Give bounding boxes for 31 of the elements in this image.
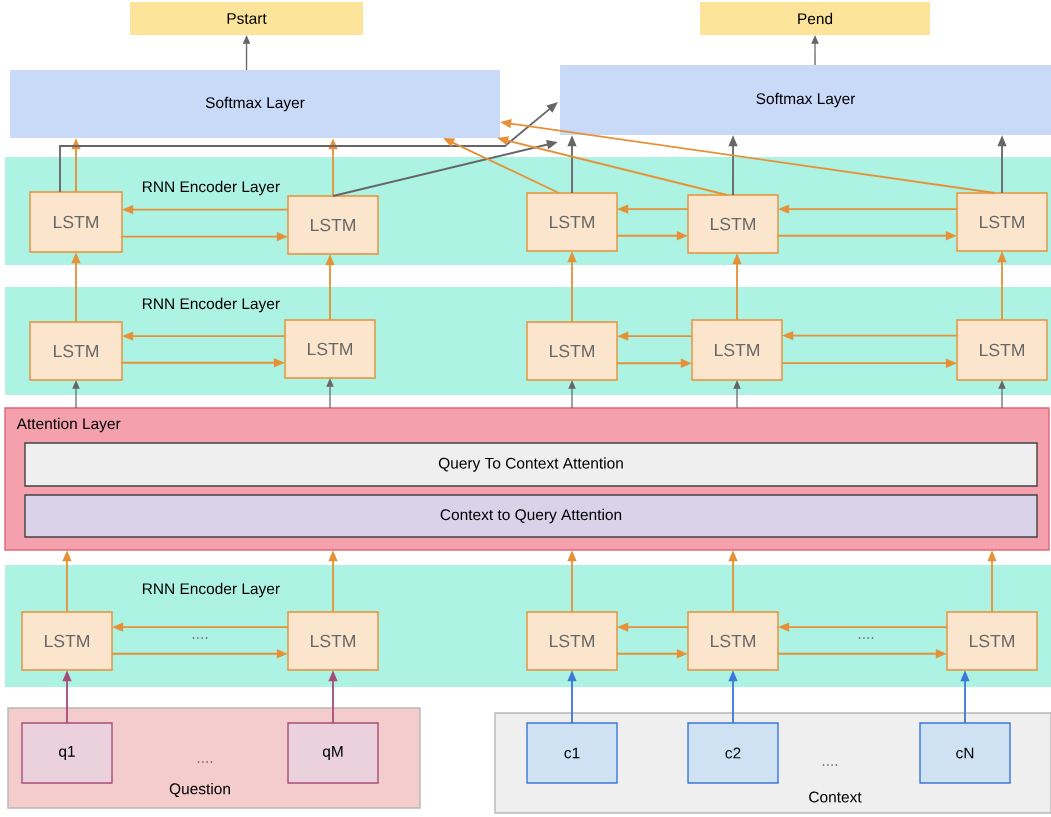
- ellipsis: ....: [822, 764, 838, 766]
- lstm-cell-box: LSTM: [21, 611, 113, 671]
- lstm-cell-box: LSTM: [687, 194, 779, 254]
- lstm-cell-box: LSTM: [956, 319, 1048, 381]
- lstm-cell-box: LSTM: [526, 192, 618, 252]
- softmax-layer-box: Softmax Layer: [560, 65, 1051, 135]
- token-box: qM: [287, 722, 379, 784]
- attention-bar: Query To Context Attention: [24, 442, 1038, 487]
- output-box: Pstart: [130, 2, 364, 35]
- lstm-cell-box: LSTM: [526, 321, 618, 381]
- lstm-cell-box: LSTM: [287, 611, 379, 671]
- token-box: cN: [919, 722, 1011, 784]
- ellipsis: ....: [192, 637, 208, 639]
- attention-bar: Context to Query Attention: [24, 494, 1038, 538]
- lstm-cell-box: LSTM: [287, 195, 379, 255]
- softmax-layer-box: Softmax Layer: [10, 70, 500, 138]
- arrow: [59, 102, 558, 193]
- lstm-cell-box: LSTM: [29, 191, 123, 253]
- token-box: q1: [21, 722, 113, 784]
- lstm-cell-box: LSTM: [687, 611, 779, 671]
- lstm-cell-box: LSTM: [946, 611, 1038, 671]
- lstm-cell-box: LSTM: [956, 192, 1048, 252]
- lstm-cell-box: LSTM: [691, 319, 783, 381]
- ellipsis: ....: [197, 761, 213, 763]
- lstm-cell-box: LSTM: [29, 321, 123, 381]
- token-box: c1: [526, 722, 618, 784]
- ellipsis: ....: [858, 637, 874, 639]
- lstm-cell-box: LSTM: [526, 611, 618, 671]
- token-box: c2: [687, 722, 779, 784]
- lstm-cell-box: LSTM: [284, 319, 376, 379]
- output-box: Pend: [700, 2, 930, 35]
